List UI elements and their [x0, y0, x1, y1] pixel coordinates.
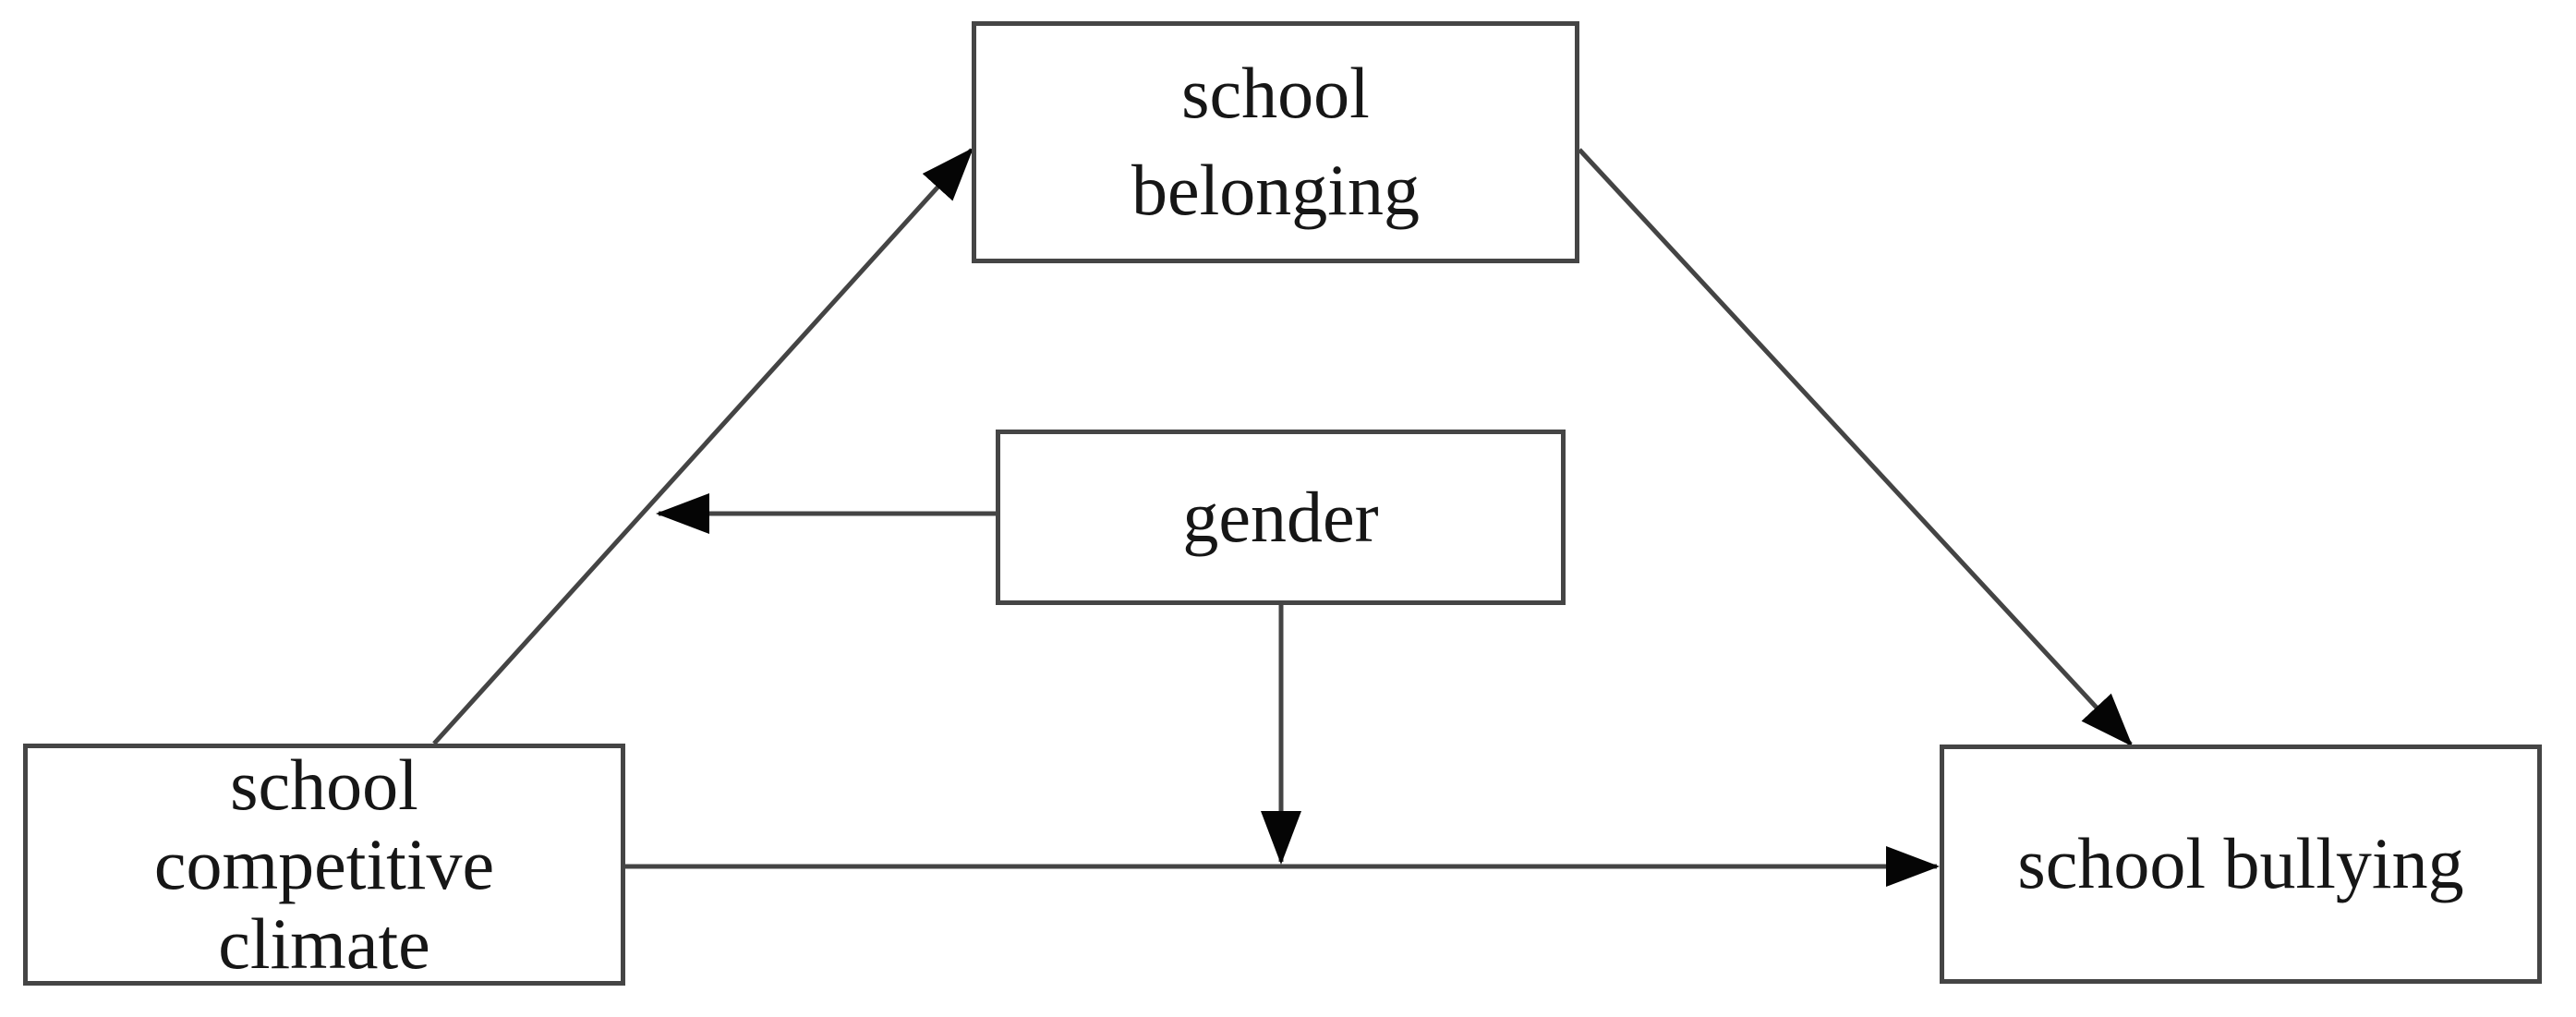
node-gender: gender [996, 430, 1566, 605]
node-school-competitive-climate: school competitive climate [23, 744, 625, 986]
node-label: school [230, 745, 418, 826]
node-label: school [1181, 53, 1370, 134]
node-label: belonging [1131, 150, 1420, 230]
node-school-belonging: school belonging [972, 21, 1579, 263]
edge-belonging-to-bullying [1578, 148, 2134, 747]
node-label: climate [218, 902, 430, 984]
edge-competitive-climate-to-belonging [432, 147, 974, 745]
node-label: competitive [153, 824, 495, 905]
node-label: school bullying [2017, 823, 2464, 904]
node-school-bullying: school bullying [1940, 745, 2542, 984]
node-label: gender [1182, 476, 1379, 557]
